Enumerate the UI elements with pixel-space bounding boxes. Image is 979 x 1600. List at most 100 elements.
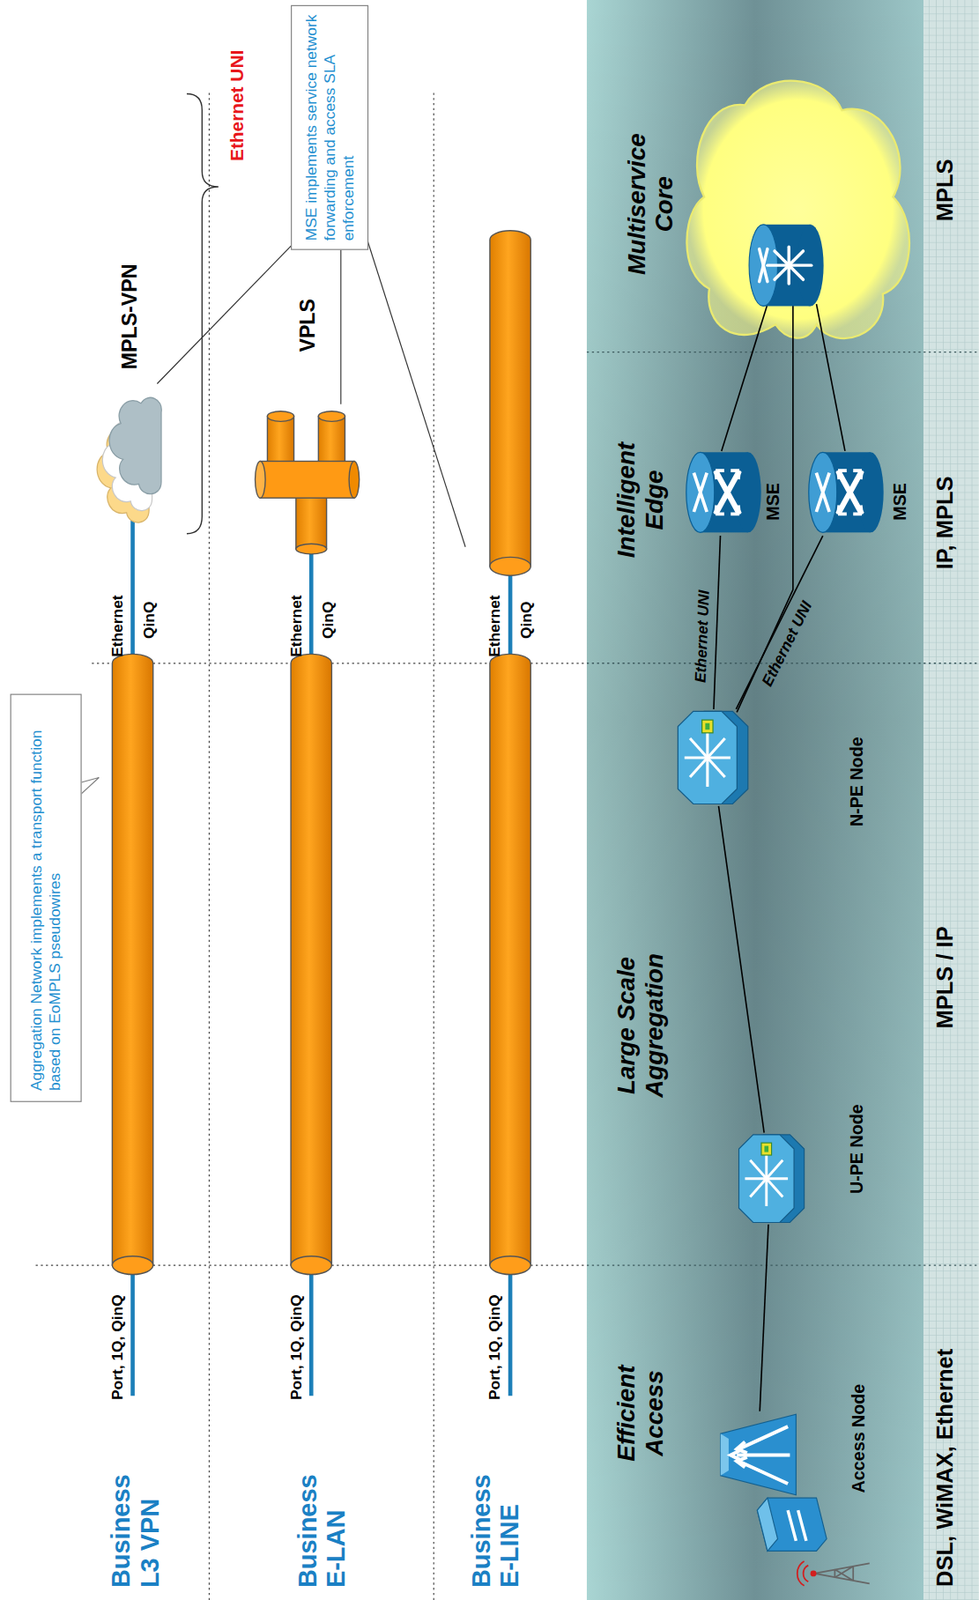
callout-text: Aggregation Network implements a transpo…: [27, 704, 65, 1091]
layer-band: Efficient AccessDSL, WiMAX, EthernetAcce…: [586, 1265, 979, 1600]
link-line: [718, 806, 764, 1134]
band-protocol: MPLS: [931, 159, 958, 223]
graphic-part: [689, 738, 726, 778]
graphic-part: [508, 1263, 513, 1397]
mse-router: MSE: [678, 449, 765, 536]
graphic-part: [586, 351, 979, 353]
interface-label: Ethernet: [108, 594, 127, 657]
graphic-part: [857, 452, 884, 533]
graphic-part: [761, 1142, 772, 1156]
band-protocol: MPLS / IP: [931, 926, 958, 1029]
uni-label: Ethernet UNI: [226, 50, 248, 162]
graphic-part: [749, 224, 824, 307]
callout-box: Aggregation Network implements a transpo…: [10, 694, 82, 1103]
graphic-part: [693, 473, 707, 512]
graphic-part: [267, 416, 294, 465]
graphic-part: [290, 1256, 332, 1276]
graphic-part: [489, 653, 531, 1266]
graphic-part: [255, 460, 267, 498]
node-label: Access Node: [849, 1384, 870, 1494]
graphic-part: [586, 0, 924, 1600]
graphic-part: [720, 1414, 797, 1495]
service-label: Business E-LINE: [466, 1453, 524, 1588]
encapsulation-label: Port, 1Q, QinQ: [108, 1294, 127, 1401]
graphic-part: [715, 470, 740, 514]
node-label: N-PE Node: [846, 736, 868, 827]
band-protocol: IP, MPLS: [931, 476, 958, 571]
access-node: Access Node: [714, 1411, 801, 1499]
graphic-part: [684, 728, 731, 787]
graphic-part: [489, 230, 531, 567]
graphic-part: [923, 0, 979, 1600]
graphic-part: [309, 547, 314, 666]
graphic-part: [489, 1256, 531, 1276]
graphic-part: [749, 1160, 783, 1198]
graphic-part: [363, 227, 466, 548]
graphic-part: [739, 1134, 795, 1224]
graphic-part: [736, 1426, 790, 1484]
mpls-vpn-cloud: [81, 387, 174, 531]
graphic-part: [808, 452, 838, 533]
graphic-part: [838, 470, 862, 514]
graphic-part: [130, 520, 135, 666]
link-line: [759, 1224, 769, 1412]
graphic-part: [296, 495, 327, 549]
graphic-part: [814, 1563, 870, 1584]
graphic-part: [734, 452, 762, 533]
graphic-part: [814, 1563, 870, 1584]
link-stroke: [759, 1224, 769, 1412]
band-title: Multiservice Core: [622, 117, 678, 291]
graphic-part: [111, 230, 531, 1276]
graphic-part: [259, 460, 355, 498]
graphic-part: [586, 1264, 979, 1266]
u-pe-node: U-PE Node: [734, 1133, 807, 1225]
node-label: U-PE Node: [846, 1104, 868, 1195]
graphic-part: [586, 352, 979, 1267]
graphic-part: [186, 94, 219, 534]
link-stroke: [718, 806, 764, 1134]
encapsulation-label: QinQ: [517, 601, 535, 639]
layer-band: Intelligent EdgeIP, MPLSMSEMSE: [586, 352, 979, 664]
encapsulation-label: Port, 1Q, QinQ: [286, 1294, 305, 1401]
graphic-part: [730, 1426, 790, 1484]
graphic-part: [744, 1150, 788, 1207]
callout-text: MSE implements service network forwardin…: [302, 14, 358, 241]
graphic-part: [759, 249, 768, 282]
graphic-part: [721, 304, 768, 452]
link-stroke: [735, 535, 823, 710]
graphic-part: [340, 246, 342, 404]
graphic-part: [318, 416, 345, 465]
n-pe-node: N-PE Node: [673, 709, 750, 807]
graphic-part: [255, 411, 360, 555]
layer-band: Multiservice Core MPLS: [586, 0, 979, 353]
graphic-part: [686, 81, 909, 339]
graphic-part: [109, 397, 162, 494]
edge-label: Ethernet UNI: [690, 589, 712, 683]
graphic-part: [36, 91, 587, 1600]
graphic-part: [508, 565, 513, 666]
graphic-part: [130, 1263, 135, 1397]
graphic-part: [774, 251, 803, 280]
graphic-part: [677, 711, 737, 804]
graphic-part: [156, 240, 297, 384]
graphic-part: [309, 1263, 314, 1397]
node-label: MSE: [763, 482, 784, 521]
node-label: MSE: [890, 482, 912, 521]
graphic-part: [730, 1441, 748, 1468]
link-stroke: [713, 535, 721, 710]
layer-band: Large Scale AggregationMPLS / IPU-PE Nod…: [586, 663, 979, 1266]
encapsulation-label: QinQ: [140, 601, 158, 639]
link-line: [713, 535, 721, 710]
router-icon: [678, 449, 765, 536]
router-icon: [801, 449, 888, 536]
cloud-node: MPLS-VPN: [81, 387, 174, 531]
graphic-part: [208, 91, 210, 1600]
graphic-part: [810, 1570, 817, 1577]
graphic-part: [759, 246, 812, 284]
graphic-part: [763, 1146, 769, 1153]
callout-box: MSE implements service network forwardin…: [290, 5, 369, 251]
graphic-part: [111, 1256, 153, 1276]
pe-switch-icon: [673, 709, 750, 807]
service-label: Business E-LAN: [292, 1453, 350, 1588]
